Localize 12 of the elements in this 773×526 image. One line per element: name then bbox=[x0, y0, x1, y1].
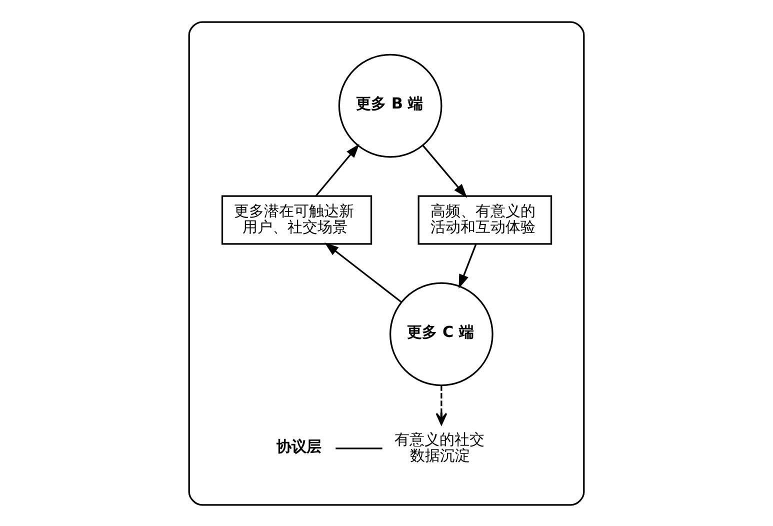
node-box: 更多潜在可触达新用户、社交场景 bbox=[221, 194, 372, 244]
node-box: 高频、有意义的活动和互动体验 bbox=[418, 194, 552, 244]
node-circle: 更多 C 端 bbox=[390, 282, 494, 386]
arrow bbox=[324, 242, 402, 302]
node-text: 协议层 bbox=[276, 436, 322, 455]
connector bbox=[336, 447, 382, 449]
arrow bbox=[458, 244, 477, 288]
arrow bbox=[422, 144, 468, 198]
arrow bbox=[436, 384, 448, 425]
cluster bbox=[188, 20, 585, 506]
node-text: 有意义的社交数据沉淀 bbox=[394, 430, 485, 464]
arrow bbox=[315, 143, 360, 196]
